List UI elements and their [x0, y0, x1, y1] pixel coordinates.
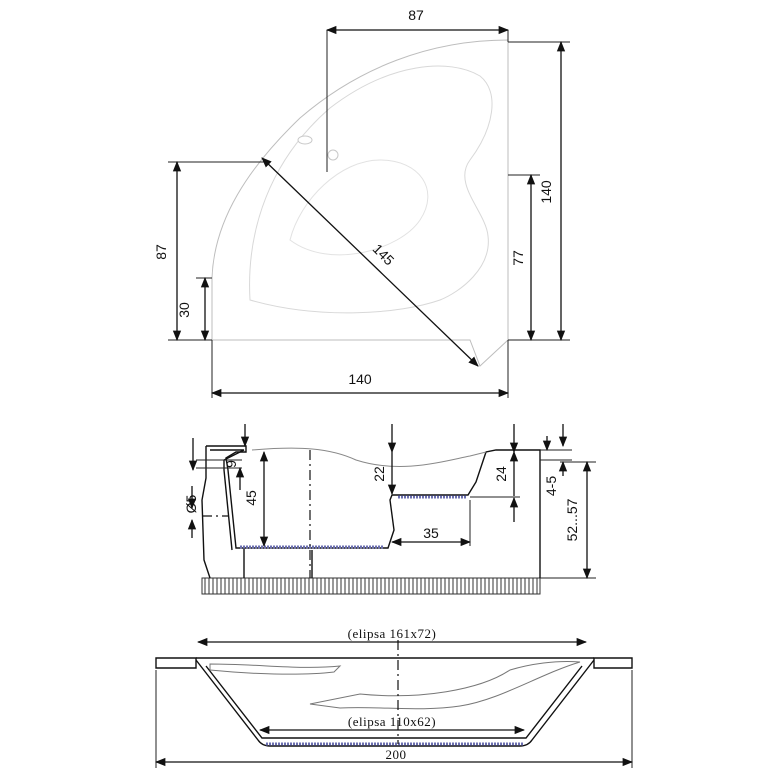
tub-seat-contour-2	[309, 661, 581, 710]
tub-basin-profile	[195, 659, 595, 747]
dim-top-width: 87	[408, 7, 424, 23]
dim-left-height: 87	[153, 244, 169, 260]
ellipse-bottom-label: (elipsa 110x62)	[348, 714, 436, 729]
tub-basin-inner	[205, 665, 583, 739]
dim-bottom-width: 140	[348, 371, 372, 387]
dim-step: 22	[371, 466, 387, 482]
dim-edge: 9	[223, 460, 239, 468]
side-tub-rim-curve	[251, 447, 487, 467]
ellipse-top-label: (elipsa 161x72)	[348, 626, 437, 641]
side-tub-profile	[206, 445, 541, 578]
tub-rim	[155, 657, 633, 669]
dim-seat-length: 35	[423, 525, 439, 541]
top-view: 87 140 77 87 30 145 140	[153, 7, 570, 398]
drain-icon	[327, 149, 339, 161]
floor-hatch	[201, 577, 541, 595]
dim-hole: Ø5	[183, 494, 199, 513]
side-tub-inner	[210, 449, 245, 551]
side-tub-outer-wall	[201, 446, 211, 579]
dim-height: 52...57	[564, 498, 580, 541]
overflow-icon	[297, 135, 313, 145]
dim-left-small: 30	[176, 302, 192, 318]
dim-length: 200	[386, 747, 407, 762]
dim-rim: 4-5	[543, 476, 559, 496]
bottom-section: (elipsa 161x72) (elipsa 110x62) 200	[154, 626, 634, 768]
dim-total-height: 140	[538, 180, 554, 204]
corner-tub-outline	[211, 39, 509, 367]
dim-right-height: 77	[510, 250, 526, 266]
dim-seat: 24	[493, 466, 509, 482]
side-section: 9 Ø5 45 22 24 35 4-5 52...57	[183, 424, 596, 595]
dim-depth: 45	[243, 490, 259, 506]
tub-inner-contour	[209, 663, 342, 675]
